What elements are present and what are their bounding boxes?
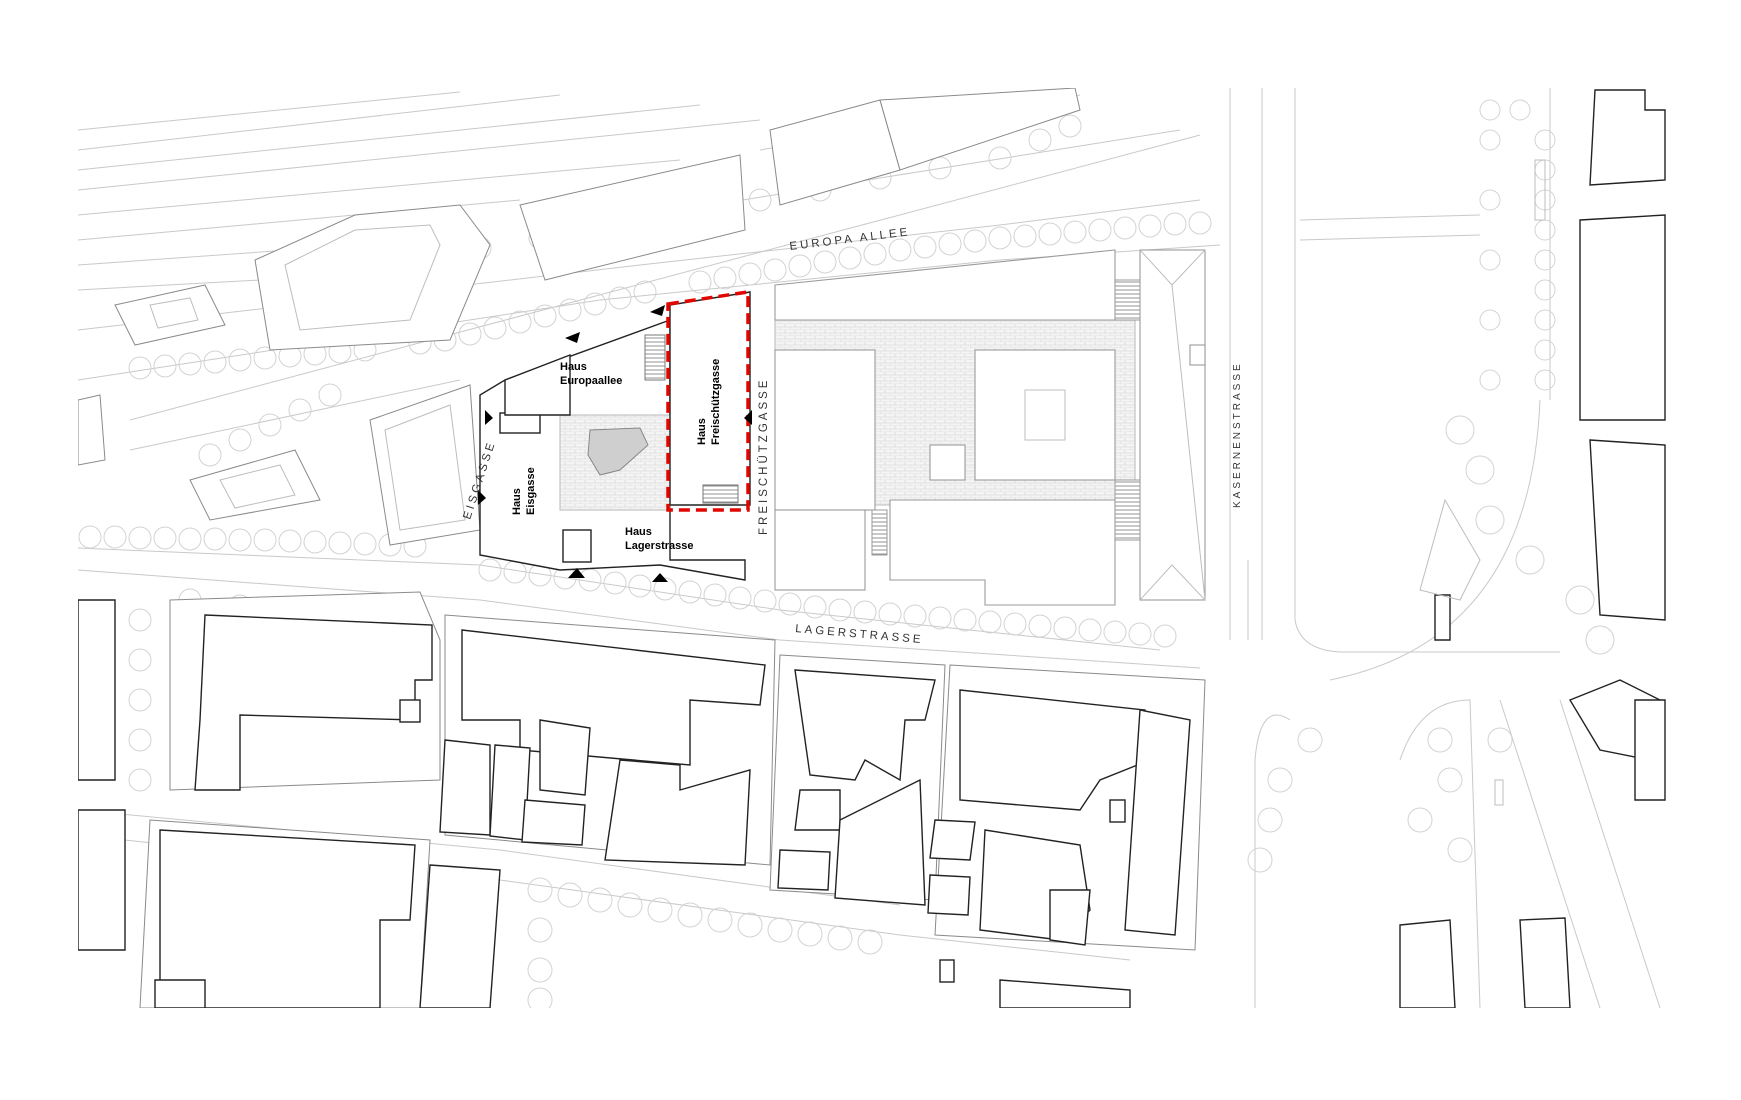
city-blocks-south [78,591,1206,1008]
street-label-freischuetzgasse: FREISCHÜTZGASSE [758,378,770,535]
context-buildings-north [78,88,1081,546]
railway-tracks [78,91,1181,291]
entrance-arrows [478,305,752,582]
entrance-arrow-icon [744,410,752,425]
street-label-europa-allee: EUROPA ALLEE [789,226,911,253]
building-label-freischuetzgasse: Haus Freischützgasse [696,359,722,445]
existing-campus [774,249,1206,606]
highlight-outline-freischuetzgasse [666,289,750,512]
kasernenstrasse-road [1229,88,1661,1008]
entrance-arrow-icon [565,332,580,343]
entrance-arrow-icon [568,568,585,578]
project-site [479,291,751,581]
entrance-arrow-icon [650,305,665,316]
building-label-lagerstrasse: Haus Lagerstrasse [625,526,694,552]
map-content: EUROPA ALLEE EISGASSE FREISCHÜTZGASSE KA… [78,88,1666,1008]
building-labels: Haus Europaallee Haus Freischützgasse Ha… [511,359,722,552]
entrance-arrow-icon [485,410,493,425]
building-label-europaallee: Haus Europaallee [560,361,622,387]
street-label-kasernenstrasse: KASERNENSTRASSE [1232,361,1243,508]
entrance-arrow-icon [652,573,668,582]
buildings-east [1399,89,1666,1008]
entrance-arrow-icon [478,490,486,505]
building-label-eisgasse: Haus Eisgasse [511,467,537,515]
tree-row-lagerstrasse [78,525,1177,1008]
